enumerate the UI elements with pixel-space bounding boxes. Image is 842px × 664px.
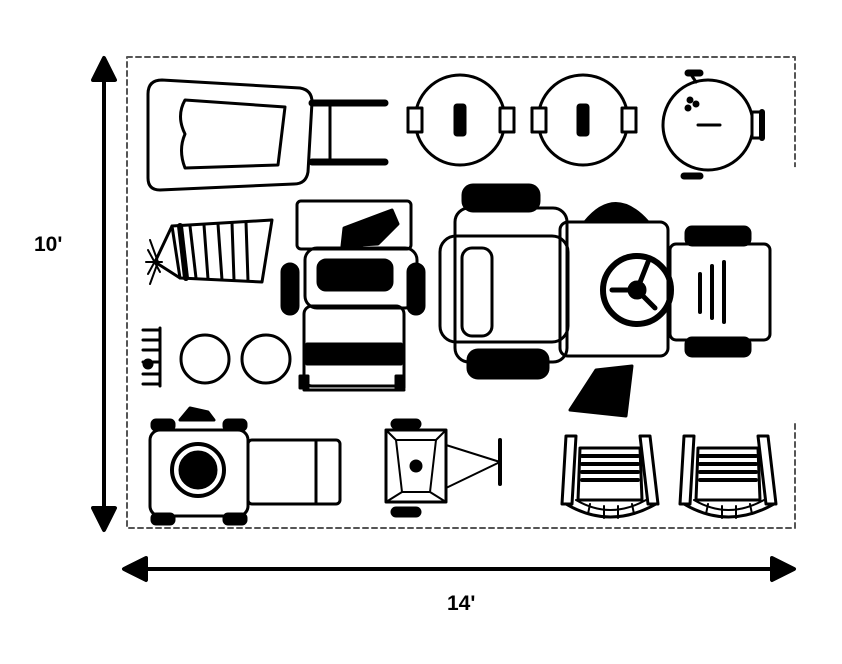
- height-dimension-arrow: [91, 56, 117, 532]
- tiller-icon: [148, 406, 342, 526]
- rake-icon: [141, 326, 162, 388]
- round-grill-icon: [661, 69, 765, 180]
- width-dimension-label: 14': [447, 592, 476, 615]
- width-dimension-arrow: [122, 556, 796, 582]
- lawn-spreader-icon: [145, 218, 274, 285]
- round-table-icon: [530, 73, 638, 167]
- height-dimension-label: 10': [34, 233, 63, 256]
- layout-boundary: [126, 56, 798, 529]
- wheelbarrow-icon: [146, 78, 389, 192]
- riding-mower-icon: [280, 199, 426, 392]
- garden-tractor-icon: [438, 183, 772, 418]
- seed-spreader-icon: [384, 418, 502, 518]
- stepping-stones-icon: [179, 333, 292, 385]
- adirondack-chair-icon: [560, 434, 660, 519]
- adirondack-chair-icon: [678, 434, 778, 519]
- round-table-icon: [406, 73, 516, 167]
